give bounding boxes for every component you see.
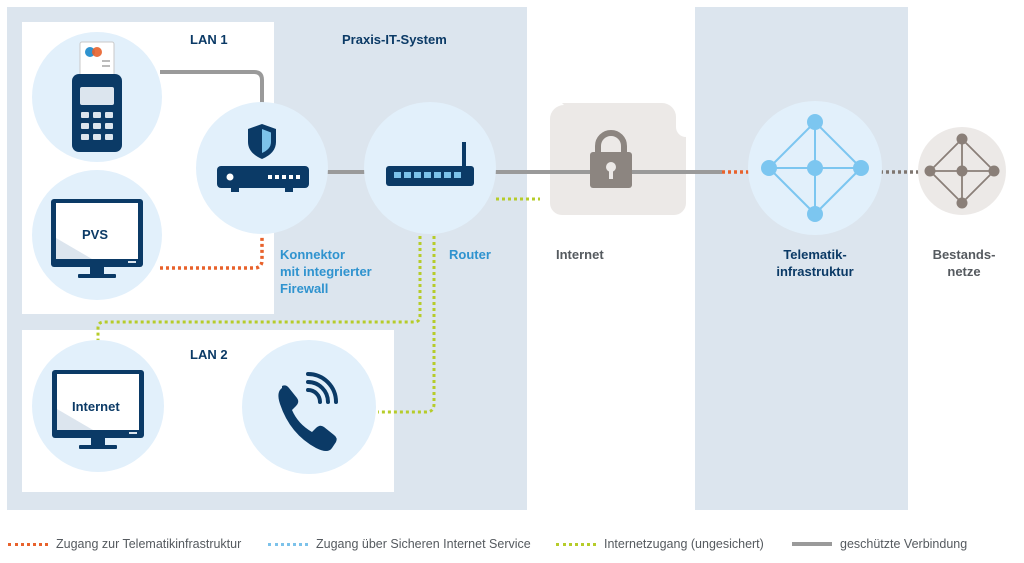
ti-node	[748, 101, 882, 235]
connector-node	[196, 102, 328, 234]
padlock-icon	[590, 130, 632, 188]
shield-router-icon	[217, 124, 309, 192]
legend-label-internet: Internetzugang (ungesichert)	[604, 537, 764, 551]
legend-item-protected: geschützte Verbindung	[792, 537, 967, 551]
router-icon	[386, 142, 474, 186]
legend-swatch-ti	[8, 542, 48, 546]
pvs-label: PVS	[82, 227, 109, 242]
legend-label-protected: geschützte Verbindung	[840, 537, 968, 551]
connector-label: Konnektor mit integrierter Firewall	[280, 247, 372, 296]
legend-swatch-protected	[792, 542, 832, 546]
pvs-monitor-icon	[51, 199, 143, 278]
lan2-internet-label: Internet	[72, 399, 120, 414]
internet-monitor-icon	[52, 370, 144, 449]
pvs-node	[32, 170, 162, 300]
phone-icon	[278, 372, 338, 451]
line-pvs-connector	[160, 236, 264, 270]
card-terminal-icon	[72, 41, 122, 152]
line-terminal-connector	[160, 70, 264, 104]
bestand-node	[918, 127, 1006, 215]
phone-node	[242, 340, 376, 474]
praxis-title: Praxis-IT-System	[342, 32, 447, 47]
legend-item-internet: Internetzugang (ungesichert)	[556, 537, 764, 551]
line-router-phone	[378, 236, 436, 414]
legend-label-sis: Zugang über Sicheren Internet Service	[316, 537, 531, 551]
legend-item-ti: Zugang zur Telematikinfrastruktur	[8, 537, 241, 551]
ti-network-icon	[761, 114, 869, 222]
router-label: Router	[449, 247, 491, 262]
lan2-title: LAN 2	[190, 347, 228, 362]
router-node	[364, 102, 496, 234]
legend-swatch-internet	[556, 542, 596, 546]
internet-label: Internet	[556, 247, 604, 262]
lan1-title: LAN 1	[190, 32, 228, 47]
ti-label: Telematik- infrastruktur	[776, 247, 854, 279]
legend-label-ti: Zugang zur Telematikinfrastruktur	[56, 537, 242, 551]
card-terminal-node	[32, 32, 162, 162]
bestand-label: Bestands- netze	[932, 247, 996, 279]
lan2-internet-node	[32, 340, 164, 472]
legend-swatch-sis	[268, 542, 308, 546]
bestand-network-icon	[924, 133, 1000, 209]
legend-item-sis: Zugang über Sicheren Internet Service	[268, 537, 531, 551]
ti-region	[695, 7, 908, 510]
